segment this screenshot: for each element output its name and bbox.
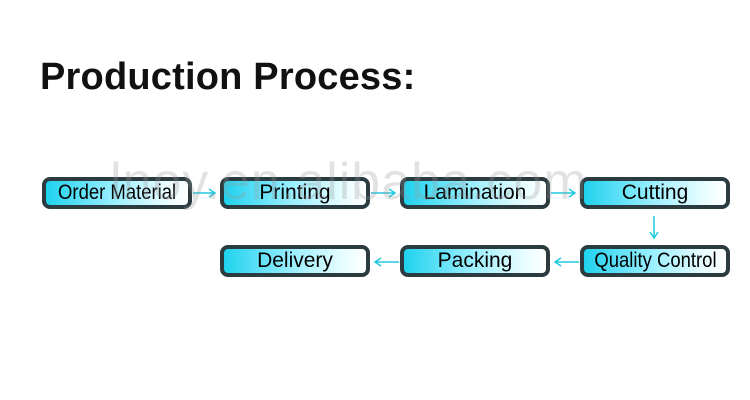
step-label: Delivery <box>257 249 333 272</box>
page-title: Production Process: <box>40 56 416 98</box>
step-label: Cutting <box>621 181 689 204</box>
step-printing: Printing <box>220 177 370 209</box>
arrow-right-icon <box>193 188 217 198</box>
step-lamination: Lamination <box>400 177 550 209</box>
step-label: Packing <box>437 249 513 272</box>
arrow-right-icon <box>371 188 397 198</box>
arrow-down-icon <box>649 216 659 240</box>
step-label: Order Material <box>57 181 177 204</box>
step-delivery: Delivery <box>220 245 370 277</box>
arrow-left-icon <box>373 257 399 267</box>
step-label: Lamination <box>423 181 527 204</box>
step-order-material: Order Material <box>42 177 192 209</box>
step-quality-control: Quality Control <box>580 245 730 277</box>
arrow-right-icon <box>551 188 577 198</box>
step-cutting: Cutting <box>580 177 730 209</box>
step-packing: Packing <box>400 245 550 277</box>
step-label: Printing <box>259 181 331 204</box>
arrow-left-icon <box>553 257 579 267</box>
step-label: Quality Control <box>593 249 717 272</box>
